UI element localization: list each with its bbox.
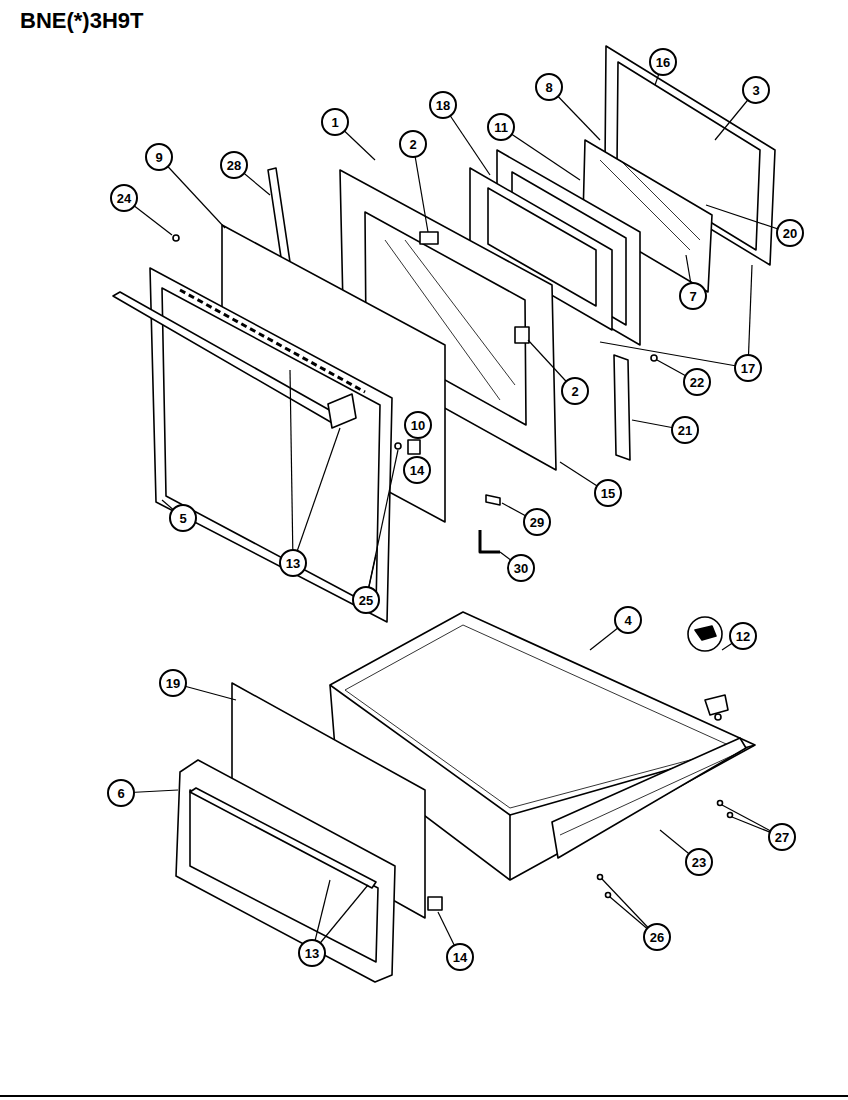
callout-number: 3	[752, 84, 759, 97]
callout-number: 14	[410, 464, 424, 477]
callout-circle: 20	[776, 219, 804, 247]
callout-circle: 22	[683, 368, 711, 396]
callout-number: 28	[227, 159, 241, 172]
callout-circle: 14	[446, 943, 474, 971]
callout-number: 14	[453, 951, 467, 964]
callout-circle: 30	[507, 554, 535, 582]
callout-number: 30	[514, 562, 528, 575]
callout-number: 24	[117, 192, 131, 205]
callout-number: 22	[690, 376, 704, 389]
callout-number: 20	[783, 227, 797, 240]
callout-circle: 24	[110, 184, 138, 212]
drawer-slide	[552, 738, 746, 858]
callout-circle: 13	[298, 939, 326, 967]
callout-circle: 29	[523, 508, 551, 536]
screw	[651, 355, 657, 361]
callout-circle: 15	[594, 479, 622, 507]
drawer-handle	[190, 788, 376, 888]
label-plate	[428, 897, 442, 910]
callout-circle: 16	[649, 48, 677, 76]
callout-number: 1	[331, 116, 338, 129]
door-handle	[113, 292, 340, 424]
callout-circle: 8	[535, 73, 563, 101]
callout-circle: 13	[279, 549, 307, 577]
callout-circle: 12	[729, 622, 757, 650]
callout-number: 7	[689, 290, 696, 303]
callout-circle: 28	[220, 151, 248, 179]
leader-lines	[121, 62, 790, 957]
callout-number: 15	[601, 487, 615, 500]
callout-number: 2	[571, 385, 578, 398]
callout-circle: 4	[614, 606, 642, 634]
callout-circle: 21	[671, 416, 699, 444]
callout-circle: 14	[403, 456, 431, 484]
callout-circle: 1	[321, 108, 349, 136]
callout-number: 5	[179, 512, 186, 525]
handle-end-cap	[328, 394, 356, 428]
drawer-front	[176, 760, 395, 982]
callout-circle: 18	[429, 91, 457, 119]
callout-number: 8	[545, 81, 552, 94]
callout-circle: 17	[734, 354, 762, 382]
callout-number: 11	[494, 121, 508, 134]
callout-number: 2	[409, 138, 416, 151]
callout-circle: 2	[399, 130, 427, 158]
callout-circle: 19	[159, 669, 187, 697]
angle-bracket	[480, 530, 500, 552]
diagram-title: BNE(*)3H9T	[20, 8, 143, 34]
callout-circle: 11	[487, 113, 515, 141]
screw	[395, 443, 401, 449]
callout-number: 6	[117, 787, 124, 800]
hinge-clip	[420, 232, 438, 244]
detail-bubble	[688, 617, 722, 651]
callout-circle: 23	[685, 848, 713, 876]
screw	[173, 235, 179, 241]
callout-number: 19	[166, 677, 180, 690]
callout-number: 12	[736, 630, 750, 643]
bracket	[614, 355, 630, 460]
callout-circle: 3	[742, 76, 770, 104]
clip	[486, 495, 500, 505]
callout-number: 27	[775, 831, 789, 844]
callout-number: 13	[305, 947, 319, 960]
callout-number: 18	[436, 99, 450, 112]
callout-number: 23	[692, 856, 706, 869]
callout-circle: 2	[561, 377, 589, 405]
callout-number: 13	[286, 557, 300, 570]
hinge-clip	[515, 327, 529, 343]
callout-circle: 9	[145, 143, 173, 171]
callout-circle: 5	[169, 504, 197, 532]
callout-circle: 10	[404, 411, 432, 439]
callout-number: 25	[359, 594, 373, 607]
callout-number: 9	[155, 151, 162, 164]
callout-circle: 26	[643, 923, 671, 951]
callout-number: 16	[656, 56, 670, 69]
outer-door-panel	[150, 268, 392, 622]
label-plate	[408, 440, 420, 454]
callout-circle: 6	[107, 779, 135, 807]
callout-number: 10	[411, 419, 425, 432]
callout-number: 21	[678, 424, 692, 437]
callout-number: 29	[530, 516, 544, 529]
clip-detail	[695, 626, 716, 640]
callout-number: 26	[650, 931, 664, 944]
callout-number: 17	[741, 362, 755, 375]
callout-circle: 25	[352, 586, 380, 614]
callout-circle: 7	[679, 282, 707, 310]
callout-number: 4	[624, 614, 631, 627]
callout-circle: 27	[768, 823, 796, 851]
page-rule	[0, 1095, 848, 1097]
door-strip	[268, 168, 290, 264]
slide-clip	[705, 695, 728, 715]
